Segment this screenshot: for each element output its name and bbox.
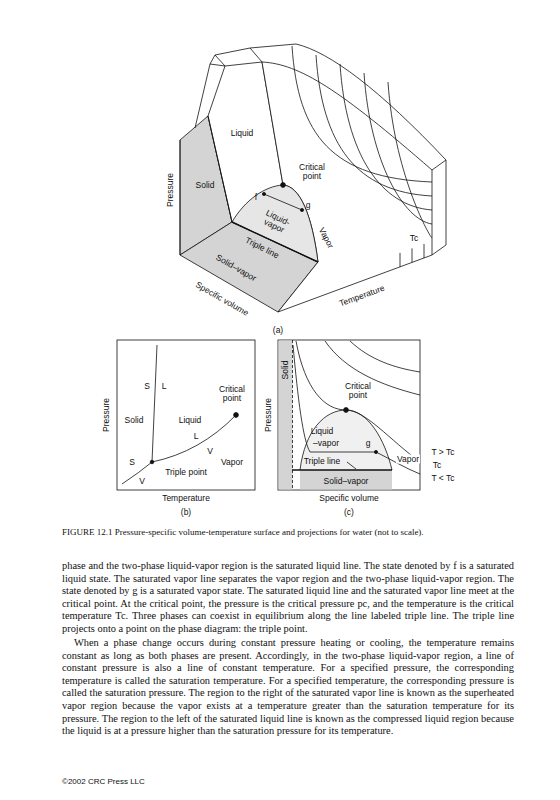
plot-frame — [278, 340, 420, 490]
panel-label: (b) — [181, 508, 191, 517]
triple-line — [292, 469, 392, 470]
isotherm-line — [340, 64, 432, 210]
axis-label: Pressure — [166, 173, 175, 207]
back-edges — [195, 55, 225, 128]
region-label: Liquid — [179, 416, 202, 425]
isotherm-label: T < Tc — [431, 474, 454, 483]
plot-frame — [117, 340, 255, 490]
point-label: Critical point — [337, 382, 379, 400]
isotherm-below-critical — [293, 345, 420, 474]
phase-diagram — [117, 340, 255, 490]
solid-vapor-region — [300, 470, 392, 490]
region-label: Solid — [281, 361, 290, 380]
body-paragraph: phase and the two-phase liquid-vapor reg… — [62, 560, 514, 636]
region-label: S — [129, 458, 135, 467]
panel-label: (a) — [273, 326, 283, 335]
triple-point-dot — [150, 460, 154, 464]
solid-strip — [279, 341, 293, 490]
region-label: Vapor — [396, 455, 420, 464]
isotherm-label: Tc — [410, 234, 419, 243]
liquid-vapor-dome — [300, 410, 392, 470]
critical-point-dot — [281, 183, 286, 188]
region-label: S — [144, 382, 150, 391]
region-label: V — [207, 447, 213, 456]
critical-point-dot — [234, 413, 239, 418]
isotherm-line — [388, 82, 432, 238]
vaporization-line — [152, 415, 236, 462]
region-label: L — [194, 432, 199, 441]
state-label: g — [366, 439, 371, 448]
step-edge — [400, 253, 401, 267]
state-g-dot — [374, 450, 377, 453]
footer-note: ©2002 CRC Press LLC — [62, 778, 145, 786]
line-label: Triple line — [304, 457, 341, 466]
axis-label: Pressure — [102, 398, 111, 432]
step-edge — [424, 244, 425, 258]
isotherm-line — [316, 55, 432, 196]
sublimation-line — [122, 462, 152, 484]
panel-label: (c) — [344, 508, 354, 517]
isotherm-line — [292, 46, 432, 182]
state-g-dot — [300, 208, 303, 211]
region-label: L — [162, 382, 167, 391]
state-label: g — [306, 201, 311, 210]
isotherm-label: Tc — [433, 461, 442, 470]
state-f-dot — [262, 192, 265, 195]
state-label: f — [255, 193, 257, 202]
region-label: Vapor — [221, 458, 243, 467]
tie-line — [264, 194, 302, 210]
region-label: Liquid — [231, 129, 254, 138]
surface-edges — [180, 44, 446, 255]
point-label: Critical point — [291, 163, 333, 181]
body-paragraph: When a phase change occurs during consta… — [62, 637, 514, 738]
leader-line — [347, 462, 356, 469]
pvt-surface — [180, 44, 446, 312]
isotherm-above-critical — [325, 341, 420, 395]
step-edge — [412, 248, 413, 262]
region-label: Solid–vapor — [324, 477, 369, 486]
region-label: V — [139, 477, 145, 486]
liquid-vapor-dome — [232, 185, 318, 262]
pv-diagram — [278, 340, 420, 490]
axis-label: Specific volume — [319, 494, 379, 503]
isotherms — [292, 46, 432, 267]
region-label: Solid — [125, 416, 144, 425]
point-label: Critical point — [211, 385, 253, 403]
critical-point-dot — [344, 408, 349, 413]
fusion-line — [152, 345, 157, 462]
region-label: –vapor — [313, 439, 339, 448]
point-label: Triple point — [165, 468, 207, 477]
critical-isotherm — [296, 341, 420, 462]
isotherm-label: T > Tc — [431, 448, 454, 457]
figure-caption: FIGURE 12.1 Pressure-specific volume-tem… — [62, 527, 514, 538]
region-label: Liquid — [311, 427, 334, 436]
axis-label: Pressure — [264, 398, 273, 432]
solid-boundary — [292, 340, 293, 490]
region-label: Solid — [196, 181, 215, 190]
axis-label: Temperature — [162, 494, 210, 503]
